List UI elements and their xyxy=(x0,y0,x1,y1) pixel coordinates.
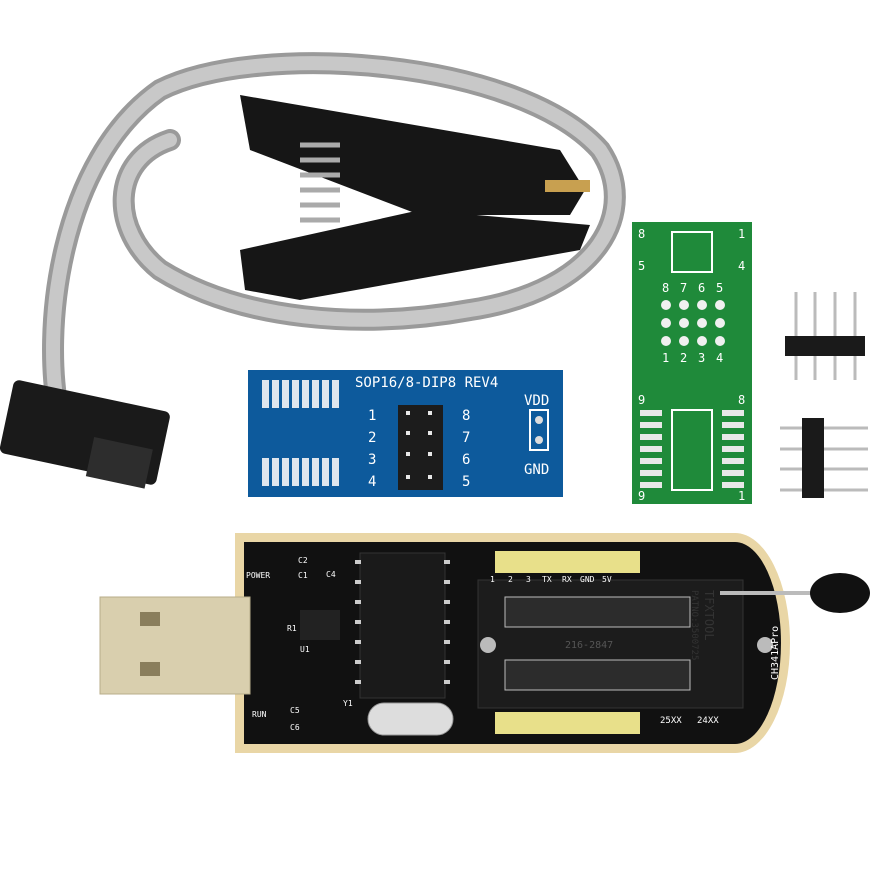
pin-label: 1 xyxy=(368,408,376,424)
ribbon-cable xyxy=(42,52,626,431)
header-label: RX xyxy=(562,575,572,584)
power-label: POWER xyxy=(246,571,270,580)
pin-label: 2 xyxy=(368,430,376,446)
r1-label: R1 xyxy=(287,624,297,633)
green-label: 8 xyxy=(738,393,745,407)
green-label: 1 xyxy=(662,351,669,365)
green-adapter-board xyxy=(632,222,752,504)
socket-brand: TFXTOOL xyxy=(702,590,716,641)
green-label: 8 xyxy=(638,227,645,241)
green-label: 2 xyxy=(680,351,687,365)
c2-label: C2 xyxy=(298,556,308,565)
run-label: RUN xyxy=(252,710,267,719)
ch341a-programmer xyxy=(99,533,870,753)
c5-label: C5 xyxy=(290,706,300,715)
idc-connector xyxy=(0,380,170,489)
green-label: 4 xyxy=(738,259,745,273)
u1-label: U1 xyxy=(300,645,310,654)
pin-header-vertical xyxy=(785,292,865,380)
pin-label: 3 xyxy=(368,452,376,468)
pin-header-horizontal xyxy=(780,418,868,498)
c4-label: C4 xyxy=(326,570,336,579)
green-label: 9 xyxy=(638,393,645,407)
green-label: 6 xyxy=(698,281,705,295)
green-label: 8 xyxy=(662,281,669,295)
green-label: 7 xyxy=(680,281,687,295)
chip-25xx-label: 25XX xyxy=(660,716,682,726)
green-label: 1 xyxy=(738,227,745,241)
sop-dip-adapter-board xyxy=(248,370,563,497)
socket-code: 216-2847 xyxy=(565,640,613,651)
green-label: 5 xyxy=(716,281,723,295)
pin-label: 8 xyxy=(462,408,470,424)
header-label: 5V xyxy=(602,575,612,584)
vdd-label: VDD xyxy=(524,393,549,409)
green-label: 9 xyxy=(638,489,645,503)
pin-label: 4 xyxy=(368,474,376,490)
header-label: 2 xyxy=(508,575,513,584)
pin-label: 5 xyxy=(462,474,470,490)
green-label: 4 xyxy=(716,351,723,365)
chip-24xx-label: 24XX xyxy=(697,716,719,726)
y1-label: Y1 xyxy=(343,699,353,708)
c6-label: C6 xyxy=(290,723,300,732)
header-label: TX xyxy=(542,575,552,584)
gnd-label: GND xyxy=(524,462,549,478)
header-label: GND xyxy=(580,575,595,584)
pin-label: 7 xyxy=(462,430,470,446)
model-label: CH341APro xyxy=(770,626,781,680)
green-label: 1 xyxy=(738,489,745,503)
green-label: 5 xyxy=(638,259,645,273)
soic-clip xyxy=(240,95,590,300)
pin-label: 6 xyxy=(462,452,470,468)
adapter-title: SOP16/8-DIP8 REV4 xyxy=(355,375,498,391)
green-label: 3 xyxy=(698,351,705,365)
header-label: 1 xyxy=(490,575,495,584)
c1-label: C1 xyxy=(298,571,308,580)
header-label: 3 xyxy=(526,575,531,584)
socket-part: PATNO:3500725 xyxy=(689,590,699,660)
